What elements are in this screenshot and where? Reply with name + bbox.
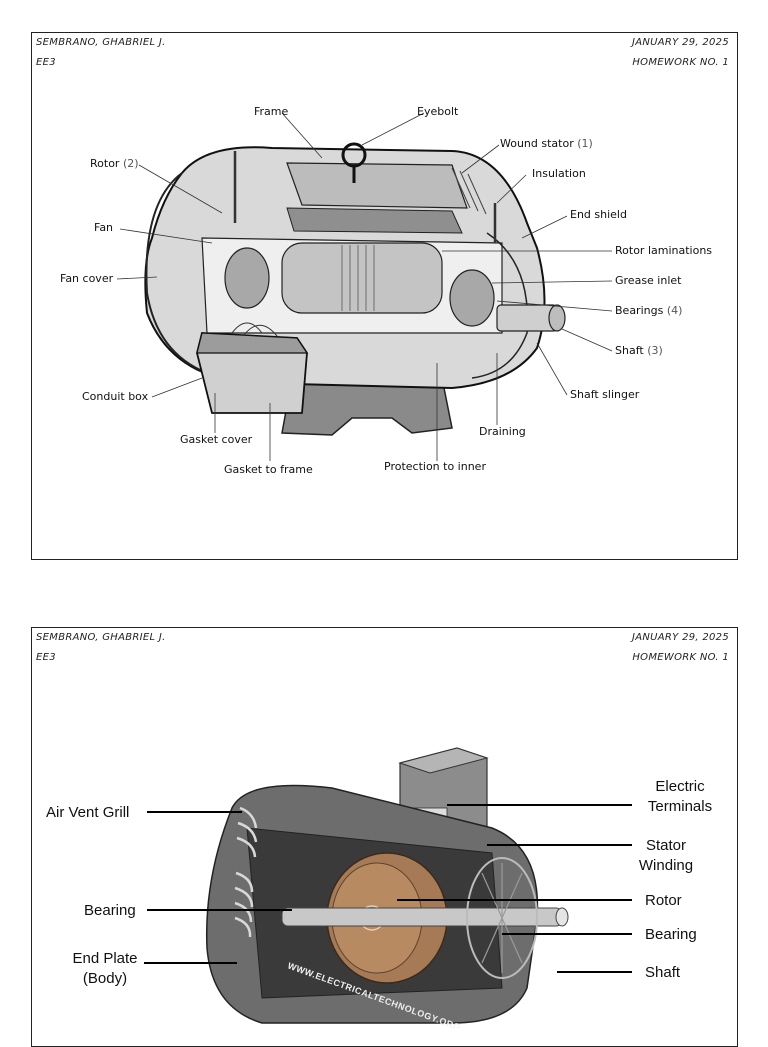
label-rotor-laminations: Rotor laminations [615,244,712,257]
label-electric-terminals-line2: Terminals [648,798,712,815]
date: JANUARY 29, 2025 [632,37,729,48]
label-wound-stator: Wound stator (1) [500,137,593,150]
label-end-plate-line1: End Plate [72,950,137,967]
label-bearing-left: Bearing [84,902,136,919]
label-stator-winding-line1: Stator [646,837,686,854]
label-fan: Fan [94,221,113,234]
homework-number: HOMEWORK NO. 1 [632,57,729,68]
label-shaft: Shaft (3) [615,344,663,357]
induction-motor-cutaway-diagram: Frame Eyebolt Wound stator (1) Insulatio… [60,105,712,476]
label-grease-inlet: Grease inlet [615,274,682,287]
class-code: EE3 [36,57,56,68]
motor-illustration [144,142,566,436]
label-electric-terminals-line1: Electric [655,778,705,795]
label-insulation: Insulation [532,167,586,180]
label-eyebolt: Eyebolt [417,105,459,118]
student-name: SEMBRANO, GHABRIEL J. [36,37,166,48]
label-gasket-to-frame: Gasket to frame [224,463,313,476]
leader-lines [116,112,613,461]
motor-illustration [205,747,569,1024]
homework-page-1: SEMBRANO, GHABRIEL J. EE3 JANUARY 29, 20… [31,32,738,560]
label-protection-to-inner: Protection to inner [384,460,486,473]
label-end-plate-line2: (Body) [83,970,127,987]
label-shaft-slinger: Shaft slinger [570,388,640,401]
label-bearing-right: Bearing [645,926,697,943]
label-end-shield: End shield [570,208,627,221]
label-fan-cover: Fan cover [60,272,114,285]
label-bearings: Bearings (4) [615,304,682,317]
leader-lines [144,804,632,973]
label-frame: Frame [254,105,289,118]
class-code: EE3 [36,652,56,663]
ac-motor-cutaway-diagram: WWW.ELECTRICALTECHNOLOGY.ORG Air Vent Gr… [46,747,712,1028]
label-conduit-box: Conduit box [82,390,149,403]
homework-number: HOMEWORK NO. 1 [632,652,729,663]
label-stator-winding-line2: Winding [639,857,693,874]
date: JANUARY 29, 2025 [632,632,729,643]
label-draining: Draining [479,425,526,438]
label-rotor: Rotor [645,892,682,909]
label-shaft: Shaft [645,964,681,981]
label-rotor: Rotor (2) [90,157,139,170]
student-name: SEMBRANO, GHABRIEL J. [36,632,166,643]
label-air-vent-grill: Air Vent Grill [46,804,129,821]
label-gasket-cover: Gasket cover [180,433,253,446]
homework-page-2: SEMBRANO, GHABRIEL J. EE3 JANUARY 29, 20… [31,627,738,1047]
